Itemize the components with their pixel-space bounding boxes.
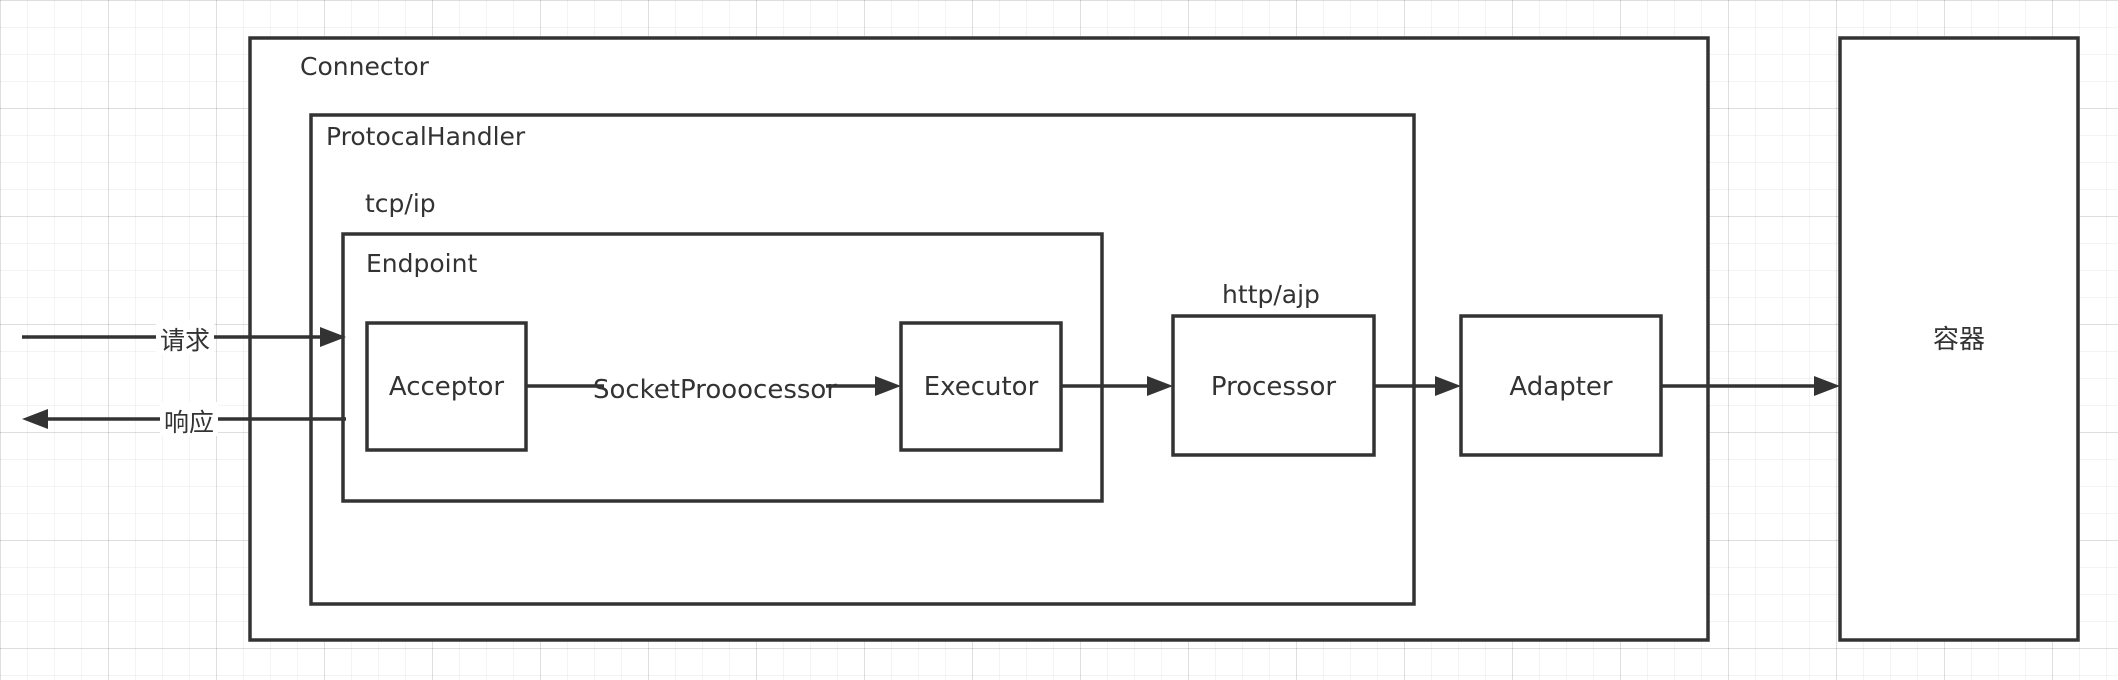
adapter-container-arrowhead bbox=[1814, 376, 1840, 396]
response-label-bg bbox=[160, 402, 218, 436]
protocol-handler-label: ProtocalHandler bbox=[326, 122, 526, 151]
executor-box[interactable] bbox=[899, 321, 1063, 452]
response-label: 响应 bbox=[164, 408, 214, 437]
processor-box[interactable] bbox=[1171, 314, 1376, 457]
acceptor-label: Acceptor bbox=[389, 372, 505, 402]
executor-processor-arrowhead bbox=[1147, 376, 1173, 396]
processor-label: Processor bbox=[1211, 372, 1337, 402]
processor-adapter-arrowhead bbox=[1435, 376, 1461, 396]
container-label: 容器 bbox=[1933, 325, 1985, 355]
executor-label: Executor bbox=[924, 372, 1039, 402]
response-arrowhead bbox=[22, 409, 48, 429]
adapter-box[interactable] bbox=[1459, 314, 1663, 457]
socket-processor-label-bg bbox=[604, 370, 826, 404]
httpajp-label: http/ajp bbox=[1222, 280, 1320, 309]
acceptor-executor-arrowhead bbox=[875, 376, 901, 396]
container-box[interactable] bbox=[1838, 36, 2080, 642]
adapter-label: Adapter bbox=[1509, 372, 1612, 402]
request-label: 请求 bbox=[160, 326, 210, 355]
socket-processor-label: SocketProoocessor bbox=[593, 375, 837, 405]
tcpip-label: tcp/ip bbox=[365, 189, 436, 218]
request-arrowhead bbox=[320, 327, 346, 347]
endpoint-label: Endpoint bbox=[366, 249, 477, 278]
request-label-bg bbox=[156, 320, 214, 354]
connector-label: Connector bbox=[300, 52, 430, 81]
